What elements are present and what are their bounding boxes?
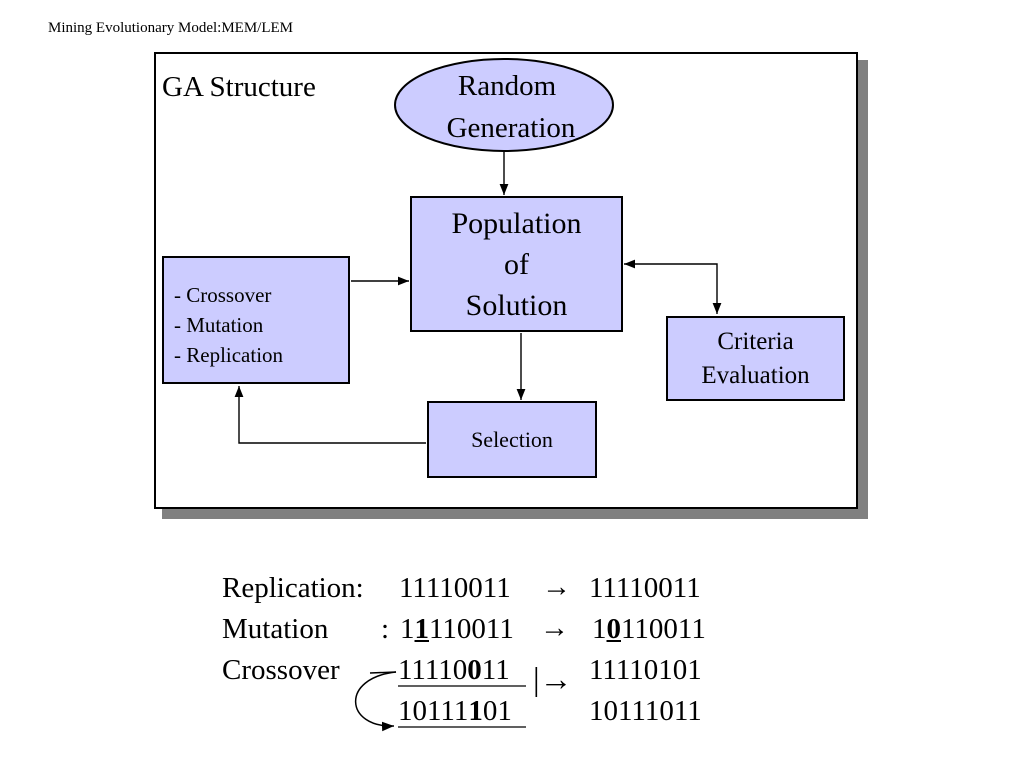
crossover-loop-arrow xyxy=(355,671,397,732)
operator-mutation: - Mutation xyxy=(174,313,264,337)
parent-1-post: 11 xyxy=(481,654,510,686)
parent-2-post: 01 xyxy=(482,695,512,727)
random-generation-ellipse xyxy=(394,58,614,152)
parent-1-pre: 11110 xyxy=(398,654,468,686)
population-line-1: Population xyxy=(451,206,582,240)
replication-label: Replication: xyxy=(222,572,364,604)
replication-arrow: → xyxy=(542,571,571,603)
selection-box: Selection xyxy=(427,401,597,478)
mutation-output-post: 110011 xyxy=(621,613,706,645)
mutation-arrow: → xyxy=(540,612,569,644)
criteria-line-1: Criteria xyxy=(717,327,794,355)
slide-title: Mining Evolutionary Model:MEM/LEM xyxy=(48,20,293,36)
replication-output: 11110011 xyxy=(589,572,701,604)
criteria-box: Criteria Evaluation xyxy=(666,316,845,401)
crossover-child-2: 10111011 xyxy=(589,695,702,727)
parent-2-pre: 10111 xyxy=(398,695,469,727)
mutation-input-bit: 1 xyxy=(414,613,430,645)
mutation-input-post: 110011 xyxy=(429,613,514,645)
diagram-heading: GA Structure xyxy=(162,71,316,103)
mutation-output-pre: 1 xyxy=(592,613,607,645)
mutation-label: Mutation xyxy=(222,613,329,645)
mutation-colon: : xyxy=(381,613,390,645)
crossover-parent-2: 10111101 xyxy=(398,691,512,732)
replication-input: 11110011 xyxy=(399,572,511,604)
mutation-input: 11110011 xyxy=(400,609,514,650)
crossover-child-1: 11110101 xyxy=(589,654,702,686)
mutation-input-pre: 1 xyxy=(400,613,415,645)
population-box: Population of Solution xyxy=(410,196,623,332)
operator-crossover: - Crossover xyxy=(174,283,272,307)
random-generation-line-2: Generation xyxy=(447,112,576,144)
crossover-arrow: |→ xyxy=(533,662,573,698)
mutation-output-bit: 0 xyxy=(606,613,622,645)
random-generation-line-1: Random xyxy=(458,70,557,102)
crossover-loop-start xyxy=(369,671,397,674)
criteria-line-2: Evaluation xyxy=(701,361,810,389)
operator-replication: - Replication xyxy=(174,343,284,367)
operators-box: - Crossover - Mutation - Replication xyxy=(162,256,350,384)
arrow-population-criteria xyxy=(624,259,722,314)
parent-1-bit: 0 xyxy=(467,654,482,686)
arrow-selection-to-operators xyxy=(234,386,426,444)
mutation-output: 10110011 xyxy=(592,609,706,650)
population-line-2: of xyxy=(503,247,529,281)
parent-2-bit: 1 xyxy=(468,695,483,727)
crossover-label: Crossover xyxy=(222,654,340,686)
selection-label: Selection xyxy=(471,426,553,452)
population-line-3: Solution xyxy=(465,288,568,322)
crossover-parent-1: 11110011 xyxy=(398,650,510,691)
